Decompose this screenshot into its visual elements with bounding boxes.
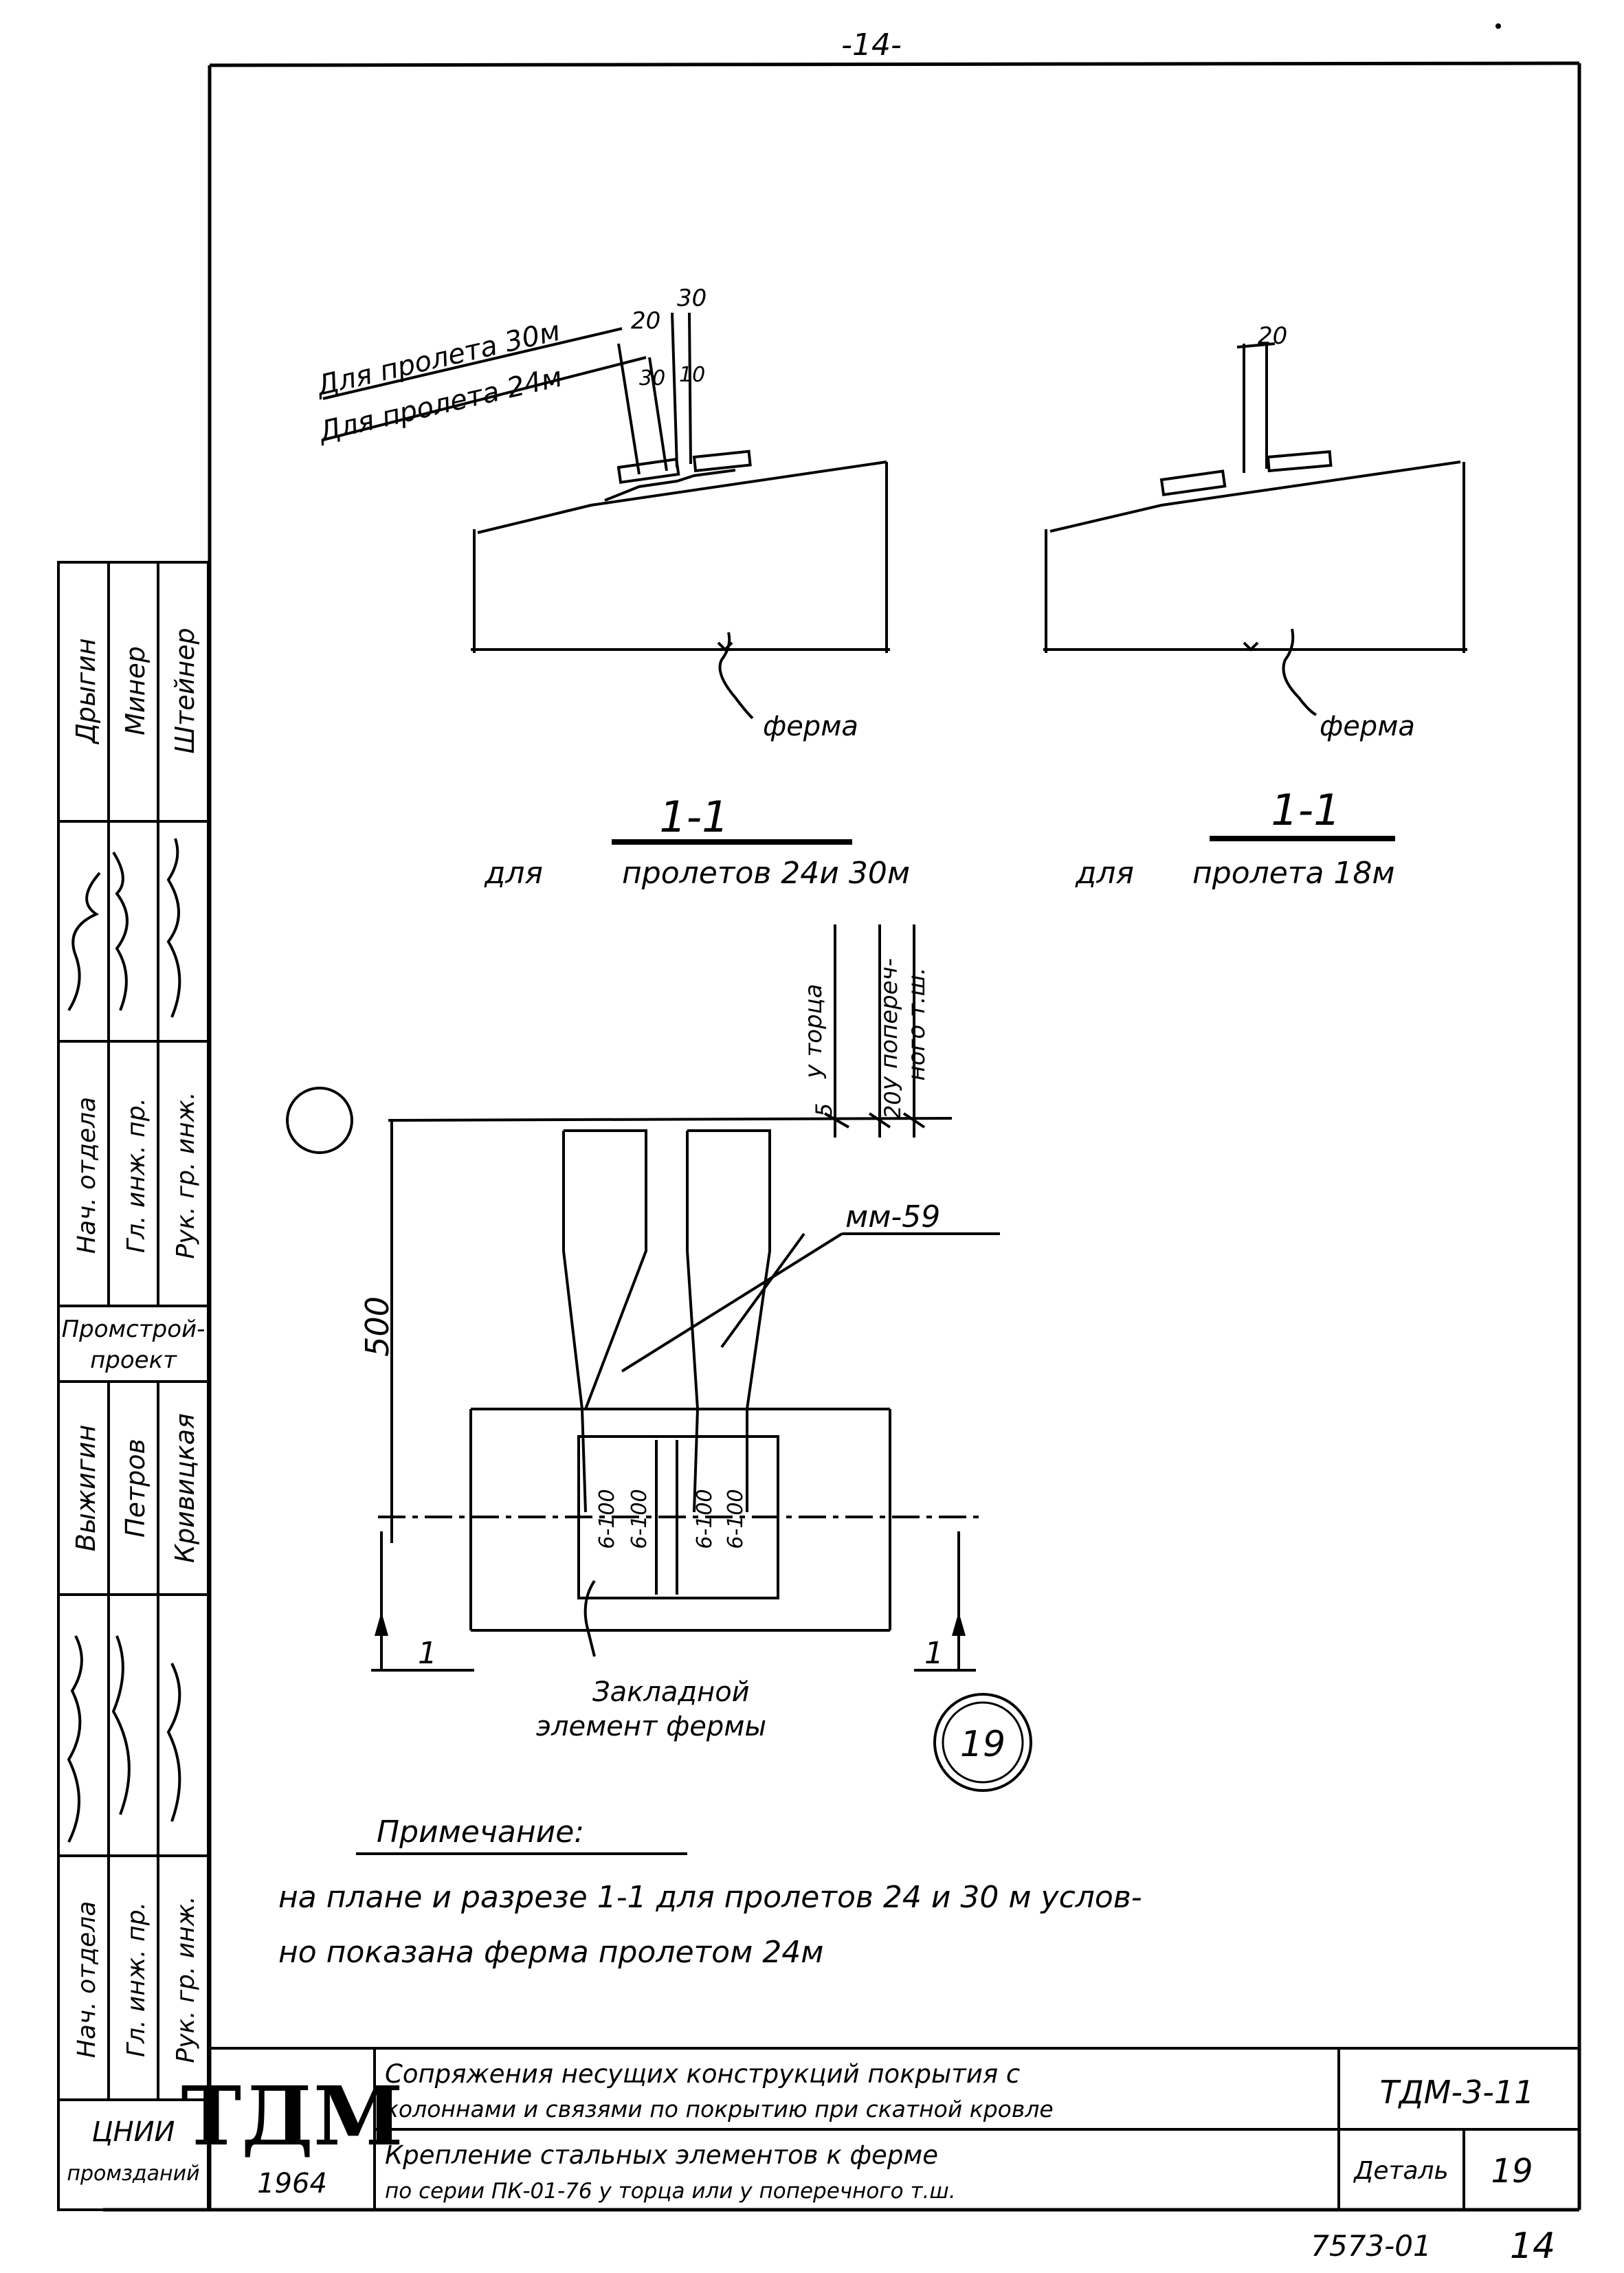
ink-dot [1495, 23, 1501, 29]
detail-label: Деталь [1353, 2157, 1449, 2185]
stamp-row3-3: Кривицкая [170, 1413, 200, 1563]
stamp-row1-1: Дрыгин [71, 638, 101, 744]
detail-number: 19 [960, 1724, 1005, 1765]
weld-2: 6-100 [627, 1489, 652, 1549]
subtitle-line-2: по серии ПК-01-76 у торца или у поперечн… [385, 2179, 956, 2204]
note: Примечание: на плане и разрезе 1-1 для п… [278, 1815, 1142, 1970]
sheet-number: 14 [1510, 2226, 1555, 2267]
cut-arrow-left [375, 1612, 388, 1636]
label-joint-1: у попереч- [876, 958, 903, 1091]
plan-linework [371, 924, 1000, 1672]
dim-5: 5 [811, 1103, 837, 1117]
dim-20-plan: 20 [880, 1091, 906, 1119]
signatures-top [67, 838, 181, 1018]
label-end: у торца [800, 984, 827, 1078]
detail-circle-inner [942, 1701, 1024, 1784]
stamp-org-2: проект [90, 1346, 177, 1374]
stamp-row3-2: Петров [120, 1439, 151, 1538]
detail-circle-outer [933, 1693, 1032, 1792]
dim-20-left: 20 [631, 307, 660, 335]
section-right-linework [1043, 342, 1467, 716]
stamp-row1-3: Штейнер [170, 628, 200, 753]
stamp-row3-1: Выжигин [71, 1425, 101, 1552]
signatures-bottom [67, 1635, 181, 1843]
note-line-1: на плане и разрезе 1-1 для пролетов 24 и… [278, 1880, 1142, 1915]
stamp-row1-2: Минер [120, 646, 151, 735]
truss-label-right: ферма [1320, 711, 1415, 742]
stamp-org-1: Промстрой- [62, 1316, 205, 1343]
detail-value: 19 [1491, 2152, 1533, 2191]
stamp-row2-3: Рук. гр. инж. [172, 1091, 200, 1259]
embedded-label-1: Закладной [592, 1676, 750, 1708]
axis-bubble [286, 1087, 353, 1154]
stamp-org2-2: промзданий [67, 2162, 199, 2186]
stamp-row2-2: Гл. инж. пр. [122, 1098, 151, 1253]
caption-right: пролета 18м [1192, 856, 1395, 891]
caption-left: пролетов 24и 30м [622, 856, 910, 891]
stamp-row4-2: Гл. инж. пр. [122, 1902, 151, 2057]
stamp-row4-1: Нач. отдела [73, 1901, 101, 2058]
dim-20-right: 20 [1258, 322, 1287, 350]
cut-label-right: 1 [924, 1636, 944, 1671]
dim-10: 10 [679, 363, 705, 387]
title-block-grid [210, 2047, 1579, 2210]
stamp-row2-1: Нач. отдела [73, 1097, 101, 1254]
title-line-2: колоннами и связями по покрытию при скат… [385, 2096, 1054, 2122]
caption-right-prefix: для [1075, 856, 1134, 891]
truss-label-left: ферма [763, 711, 858, 742]
left-stamp-grid [57, 561, 210, 2211]
left-stamp: Дрыгин Минер Штейнер Нач. отдела Гл. инж… [57, 561, 210, 2211]
title-logo: ТДМ [181, 2068, 403, 2164]
section-left: Для пролета 30м Для пролета 24м 20 30 30… [313, 285, 910, 891]
weld-3: 6-100 [693, 1489, 717, 1549]
caption-left-prefix: для [484, 856, 543, 891]
plan-view: у торца у попереч- ного т.ш. 5 20 500 мм… [286, 924, 1032, 1792]
archive-number: 7573-01 [1311, 2229, 1432, 2263]
title-block: ТДМ 1964 Сопряжения несущих конструкций … [181, 2047, 1579, 2210]
title-line-1: Сопряжения несущих конструкций покрытия … [385, 2059, 1020, 2089]
embedded-label-2: элемент фермы [536, 1711, 766, 1742]
dim-30-mid: 30 [639, 366, 665, 390]
doc-code: ТДМ-3-11 [1380, 2074, 1535, 2111]
section-left-linework [322, 312, 890, 720]
stamp-org2-1: ЦНИИ [92, 2116, 175, 2148]
page-number-top: -14- [841, 27, 902, 63]
note-heading: Примечание: [377, 1815, 584, 1850]
part-mark: мм-59 [845, 1199, 940, 1234]
stamp-row4-3: Рук. гр. инж. [172, 1896, 200, 2063]
cut-arrow-right [952, 1612, 966, 1636]
cut-label-left: 1 [418, 1636, 437, 1671]
dim-30-top: 30 [677, 285, 707, 312]
section-right: 20 ферма 1-1 для пролета 18м [1043, 322, 1467, 891]
section-mark-right: 1-1 [1271, 785, 1340, 835]
dim-500: 500 [359, 1296, 396, 1357]
subtitle-line-1: Крепление стальных элементов к ферме [385, 2140, 938, 2170]
weld-1: 6-100 [595, 1489, 619, 1549]
title-year: 1964 [257, 2168, 327, 2199]
label-joint-2: ного т.ш. [903, 967, 931, 1080]
weld-4: 6-100 [724, 1489, 748, 1549]
note-line-2: но показана ферма пролетом 24м [278, 1935, 823, 1970]
section-mark-left: 1-1 [659, 792, 728, 842]
